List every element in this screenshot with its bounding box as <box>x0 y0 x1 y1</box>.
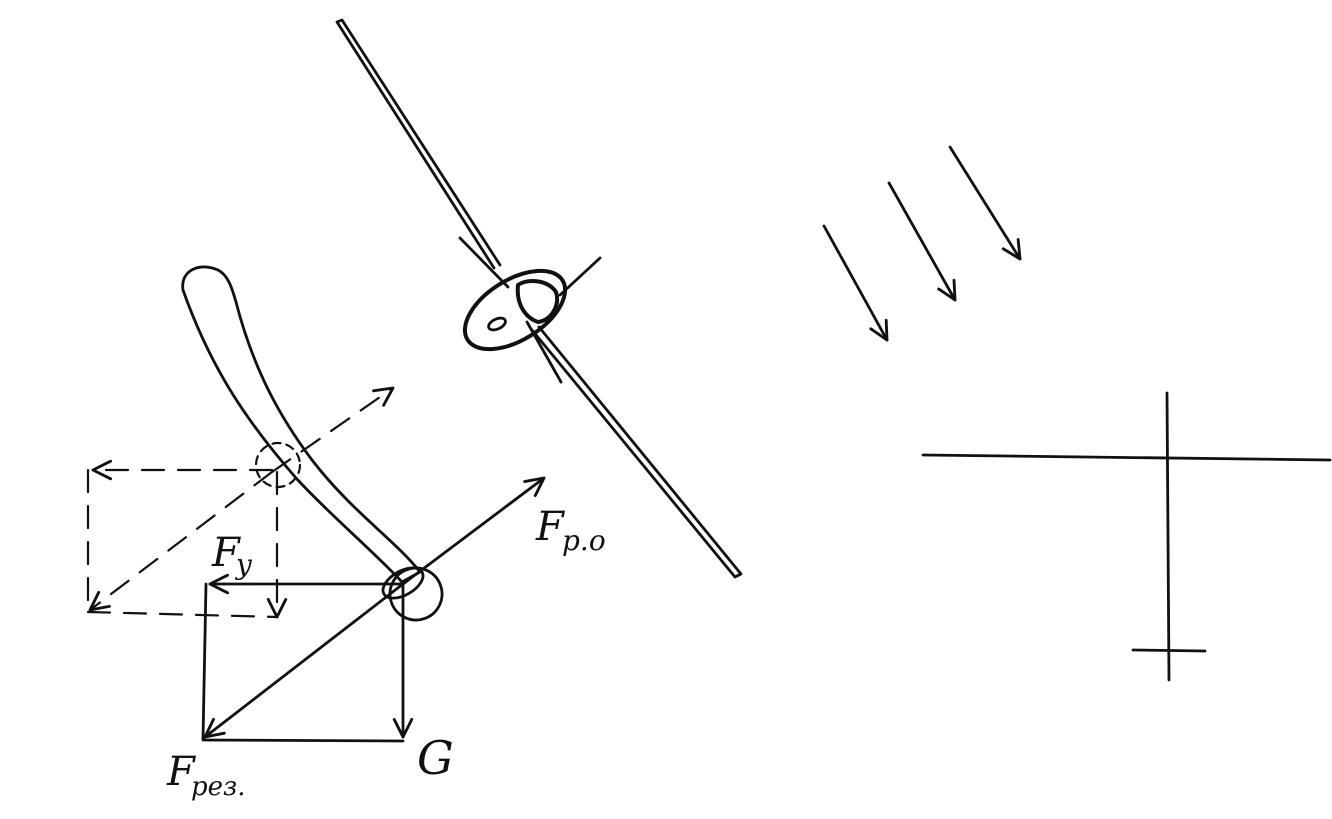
aircraft-window <box>487 316 507 332</box>
aircraft-wing-lower <box>530 325 743 579</box>
label-f-y: F у <box>211 530 253 581</box>
airflow-arrow <box>822 224 889 342</box>
force-fro-arrow <box>401 476 546 586</box>
airflow-arrow <box>948 145 1022 261</box>
aircraft-tailplane <box>458 236 510 289</box>
base-tick <box>1131 648 1207 653</box>
label-f-res-main: F <box>166 749 196 795</box>
rod-end-weight-inner <box>381 566 425 600</box>
label-f-ro-main: F <box>535 504 565 550</box>
parallelogram-left <box>201 582 208 741</box>
label-f-ro: F р.о <box>535 504 606 557</box>
force-parallelogram <box>201 476 546 743</box>
curved-rod-outline <box>181 265 422 584</box>
label-f-res-sub: рез. <box>191 772 245 802</box>
label-g: G <box>417 731 454 785</box>
airflow-arrows <box>822 145 1022 342</box>
vertical-axis <box>1165 391 1171 682</box>
aircraft-wing-upper <box>335 18 502 270</box>
reference-cross <box>921 391 1332 682</box>
dashed-arrow-up-right <box>270 386 395 474</box>
dashed-rect-bottom <box>86 610 279 619</box>
dashed-decomposition <box>86 386 395 619</box>
dashed-arrow-down-left <box>88 470 274 612</box>
parallelogram-bottom <box>201 738 405 743</box>
aircraft-fuselage <box>462 268 568 352</box>
curved-rod <box>181 265 444 622</box>
label-f-y-main: F <box>211 530 241 576</box>
horizontal-axis <box>921 453 1332 462</box>
airflow-arrow <box>887 181 957 302</box>
label-f-y-sub: у <box>234 548 253 581</box>
aircraft <box>335 18 743 579</box>
aircraft-canopy <box>515 278 559 324</box>
label-f-res: F рез. <box>166 749 245 802</box>
force-fres-arrow <box>203 582 405 739</box>
label-f-ro-sub: р.о <box>562 524 606 557</box>
